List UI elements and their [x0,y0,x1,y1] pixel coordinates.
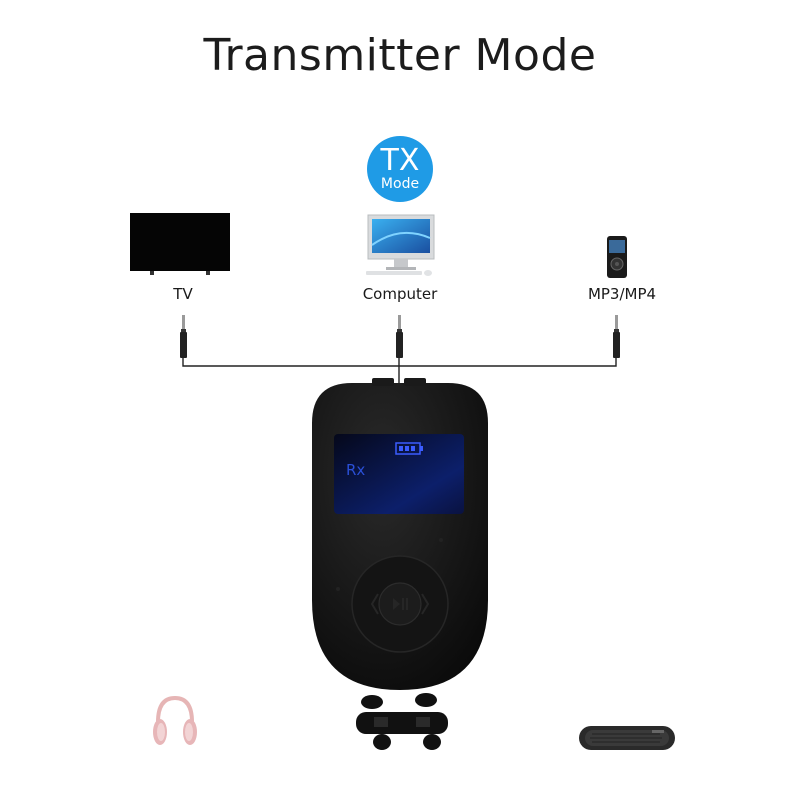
speaker-icon [579,726,675,750]
audio-jacks [180,315,620,358]
mp3-label: MP3/MP4 [587,285,657,303]
next-icon [421,593,430,615]
computer-icon [366,214,435,276]
headphones-icon [153,695,197,745]
battery-icon [395,442,423,455]
transmitter-device: Rx [312,378,488,690]
play-pause-icon [393,598,408,610]
earbuds-icon [356,693,448,750]
mp3-player-icon [607,236,627,278]
badge-tx-text: TX [380,143,420,178]
page-title: Transmitter Mode [203,30,597,81]
screen-mode-text: Rx [346,461,365,479]
tv-icon [130,213,230,275]
tx-mode-badge: TX Mode [367,136,433,202]
badge-mode-text: Mode [380,176,420,192]
prev-icon [370,593,379,615]
tv-label: TV [173,285,193,303]
computer-label: Computer [362,285,438,303]
